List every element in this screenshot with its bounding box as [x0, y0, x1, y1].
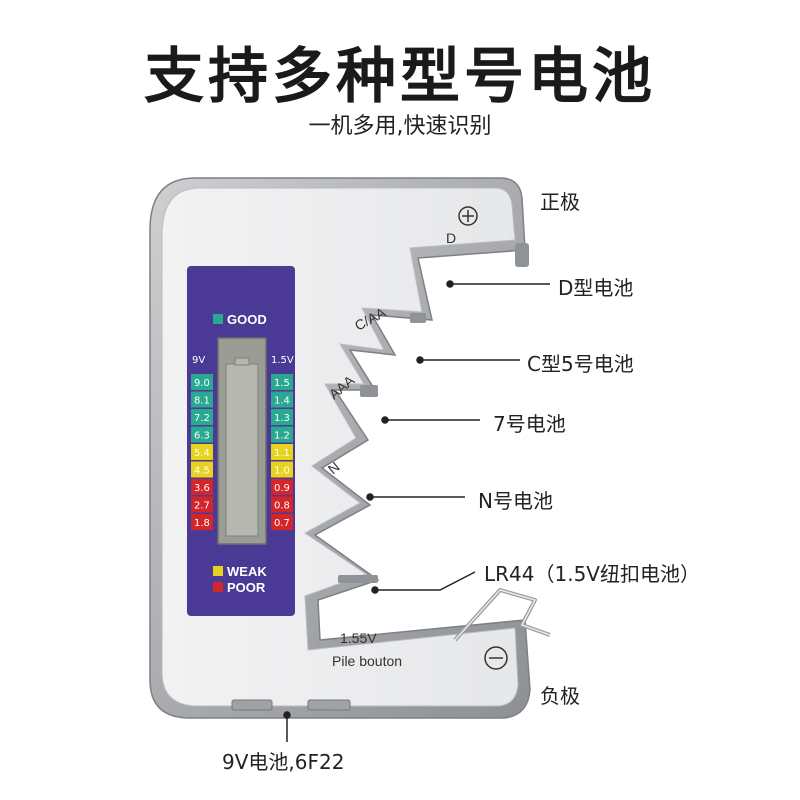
left-voltage-scale: 9.0 8.1 7.2 6.3 5.4 4.5 3.6 2.7 1.8: [191, 374, 213, 530]
right-scale-cell: [271, 409, 293, 425]
left-scale-cell: [191, 479, 213, 495]
callout-aaa-battery: 7号电池: [493, 412, 566, 436]
page-title: 支持多种型号电池: [144, 42, 656, 112]
button-cell-voltage: 1.55V: [340, 630, 377, 646]
right-scale-value: 1.4: [274, 396, 290, 407]
terminal-contacts: [338, 243, 529, 583]
right-scale-cell: [271, 444, 293, 460]
page-subtitle: 一机多用,快速识别: [308, 114, 492, 139]
right-scale-value: 0.8: [274, 501, 290, 512]
right-scale-cell: [271, 496, 293, 513]
poor-label: POOR: [227, 580, 266, 595]
left-scale-value: 8.1: [194, 396, 210, 407]
callout-leaders: [283, 280, 550, 742]
right-scale-value: 1.1: [274, 448, 290, 459]
left-scale-value: 3.6: [194, 483, 210, 494]
right-scale-cell: [271, 479, 293, 495]
right-scale-cell: [271, 461, 293, 478]
right-scale-header: 1.5V: [271, 355, 294, 366]
right-scale-cell: [271, 374, 293, 390]
indicator-panel: GOOD 9V 1.5V 9.0 8.1 7.2 6.3 5.4 4.5 3.6 2.7 1.8…: [187, 266, 295, 616]
left-scale-value: 2.7: [194, 501, 210, 512]
right-scale-value: 1.5: [274, 378, 290, 389]
callout-d-battery: D型电池: [558, 276, 634, 300]
right-scale-value: 1.0: [274, 466, 290, 477]
weak-label: WEAK: [227, 564, 267, 579]
callout-positive: 正极: [540, 190, 580, 214]
left-scale-cell: [191, 496, 213, 513]
button-cell-label: Pile bouton: [332, 653, 402, 669]
right-scale-cell: [271, 426, 293, 443]
left-scale-cell: [191, 426, 213, 443]
callout-c-battery: C型5号电池: [527, 352, 634, 376]
slot-label-d: D: [446, 230, 456, 246]
left-scale-cell: [191, 514, 213, 530]
right-scale-value: 1.2: [274, 431, 290, 442]
callout-n-battery: N号电池: [478, 489, 553, 513]
left-scale-value: 1.8: [194, 518, 210, 529]
left-scale-cell: [191, 409, 213, 425]
left-scale-value: 9.0: [194, 378, 210, 389]
right-voltage-scale: 1.5 1.4 1.3 1.2 1.1 1.0 0.9 0.8 0.7: [271, 374, 293, 530]
left-scale-value: 5.4: [194, 448, 210, 459]
right-scale-value: 1.3: [274, 413, 290, 424]
left-scale-cell: [191, 461, 213, 478]
right-scale-cell: [271, 514, 293, 530]
left-scale-value: 4.5: [194, 466, 210, 477]
right-scale-cell: [271, 391, 293, 408]
callout-lr44: LR44（1.5V纽扣电池）: [484, 562, 700, 586]
callout-nine-volt: 9V电池,6F22: [222, 750, 345, 774]
left-scale-header: 9V: [192, 355, 205, 366]
left-scale-value: 7.2: [194, 413, 210, 424]
left-scale-cell: [191, 391, 213, 408]
nine-volt-snap-right: [307, 699, 351, 711]
left-scale-cell: [191, 374, 213, 390]
good-label: GOOD: [227, 312, 267, 327]
callout-negative: 负极: [540, 684, 580, 708]
nine-volt-snap-left: [231, 699, 273, 711]
right-scale-value: 0.7: [274, 518, 290, 529]
left-scale-value: 6.3: [194, 431, 210, 442]
left-scale-cell: [191, 444, 213, 460]
right-scale-value: 0.9: [274, 483, 290, 494]
